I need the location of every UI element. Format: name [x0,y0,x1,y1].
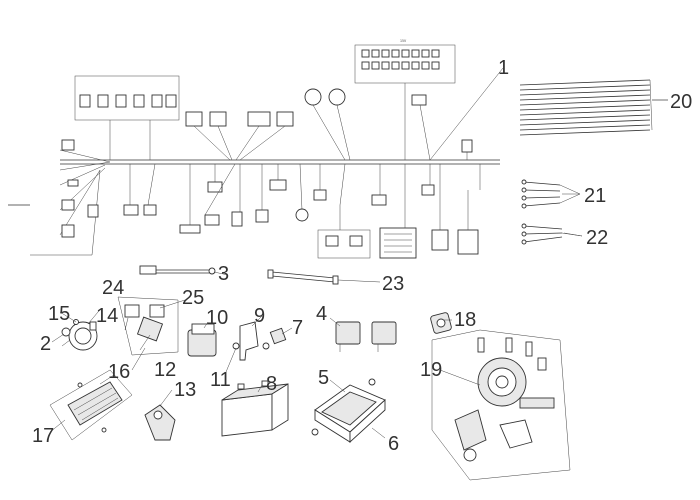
part-13-starter-relay [144,404,176,441]
callout-24: 24 [102,277,124,299]
callout-10: 10 [206,307,228,329]
part-21-leads [521,179,581,209]
callout-19: 19 [420,359,442,381]
part-24-25-12-relay-plate [117,296,179,356]
callout-23: 23 [382,273,404,295]
part-4-relays [335,321,397,352]
leader-lines [49,67,668,439]
callout-21: 21 [584,185,606,207]
callout-3: 3 [218,263,229,285]
callout-4: 4 [316,303,327,325]
callout-20: 20 [670,91,692,113]
callout-25: 25 [182,287,204,309]
part-10-relay-block [187,323,217,357]
part-19-ignition-assembly [431,329,571,481]
part-20-wire-bundle [519,79,668,136]
callout-13: 13 [174,379,196,401]
fuse-block [361,49,440,70]
callout-15: 15 [48,303,70,325]
part-16-regulator [49,369,133,441]
part-9-bracket [232,321,270,361]
callout-14: 14 [96,305,118,327]
callout-9: 9 [254,305,265,327]
callout-5: 5 [318,367,329,389]
callout-6: 6 [388,433,399,455]
callout-1: 1 [498,57,509,79]
callout-16: 16 [108,361,130,383]
part-22-leads [521,223,583,245]
part-14-horn [61,319,98,351]
part-3-cable [139,265,216,275]
callout-2: 2 [40,333,51,355]
part-23-hose [267,269,339,285]
main-wiring-harness: 15V [8,39,500,259]
part-8-battery [221,380,289,437]
callout-11: 11 [210,369,231,391]
callout-17: 17 [32,425,54,447]
callout-12: 12 [154,359,176,381]
callout-18: 18 [454,309,476,331]
callout-numbers: 1 2 3 4 5 6 7 8 9 10 11 12 13 14 15 16 1… [32,57,692,455]
callout-8: 8 [266,373,277,395]
part-5-6-ecu [311,378,386,444]
part-18-switch [430,312,452,334]
callout-22: 22 [586,227,608,249]
callout-7: 7 [292,317,303,339]
top-label: 15V [400,39,407,43]
part-7-sensor [269,327,287,345]
